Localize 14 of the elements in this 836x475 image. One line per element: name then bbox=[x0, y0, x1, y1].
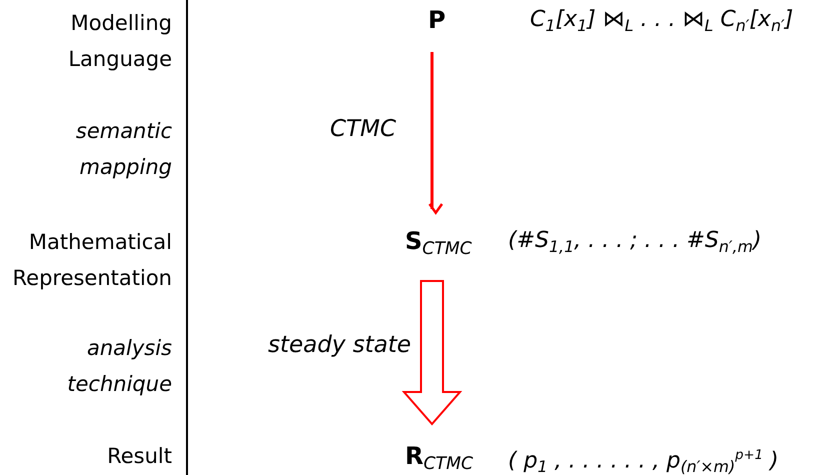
level-label: semantic mapping bbox=[74, 118, 172, 181]
level-label: Mathematical Representation bbox=[12, 229, 172, 292]
level-label: Modelling Language bbox=[67, 10, 172, 73]
level-label: Result bbox=[106, 443, 172, 470]
formula: ( p$_{1}$ , . . . . . . , p$_{(n′×m)}$$^{p+1}$ ) bbox=[508, 447, 779, 475]
model-symbol: R$_{CTMC}$ bbox=[405, 440, 474, 475]
arrow bbox=[428, 52, 444, 214]
formula: (#S$_{1,1}$, . . . ; . . . #S$_{n′,m}$) bbox=[508, 227, 762, 258]
level-label: analysis technique bbox=[66, 335, 172, 398]
model-symbol: P bbox=[428, 4, 446, 36]
model-symbol: S$_{CTMC}$ bbox=[405, 225, 472, 266]
block-arrow bbox=[402, 280, 462, 426]
edge-label: steady state bbox=[268, 332, 412, 358]
formula: C$_{1}$[x$_{1}$] ⋈$_{L}$ . . . ⋈$_{L}$ C$_{n′}$[x$_{n′}$] bbox=[530, 6, 794, 37]
